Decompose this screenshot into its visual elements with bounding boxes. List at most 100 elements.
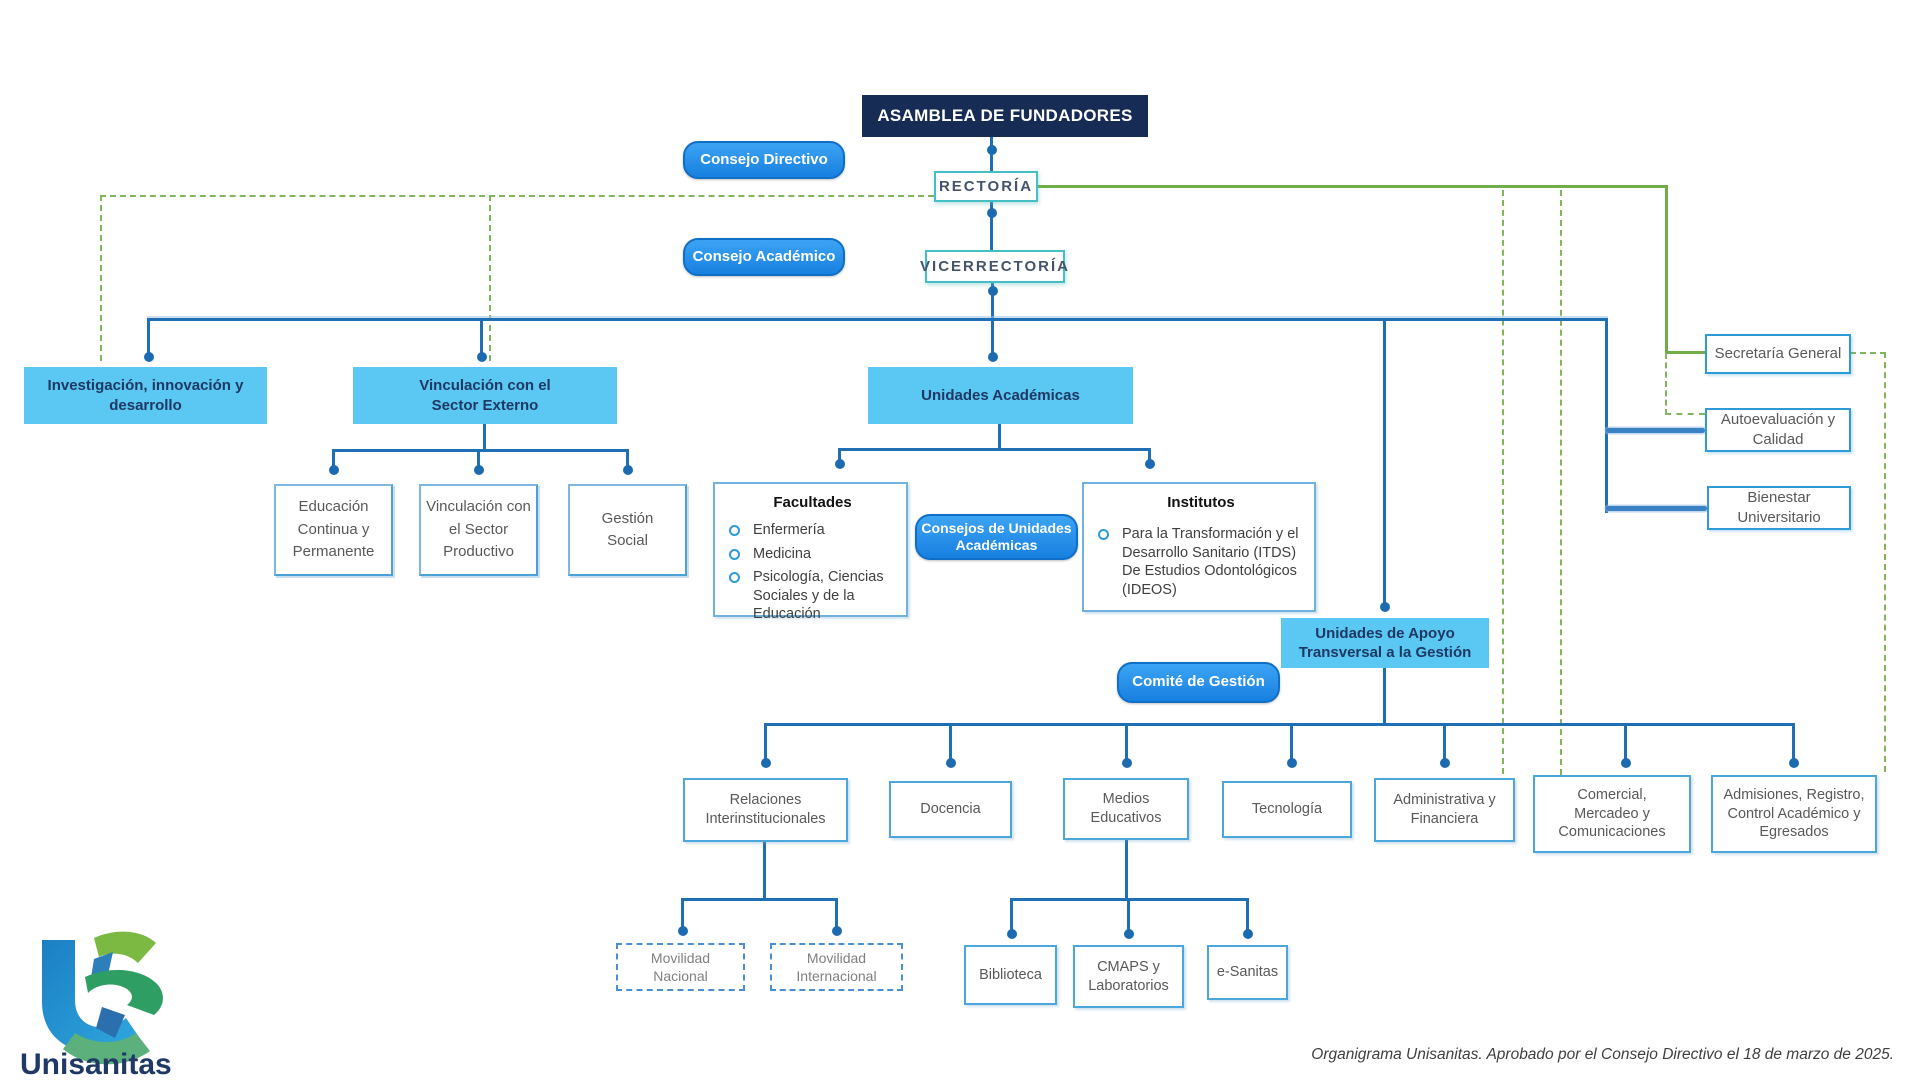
connector bbox=[1792, 723, 1795, 761]
node-consejos-unidades-academicas: Consejos de Unidades Académicas bbox=[915, 514, 1078, 560]
connector-dot bbox=[1380, 602, 1390, 612]
node-movilidad-internacional: Movilidad Internacional bbox=[770, 943, 903, 991]
connector bbox=[1665, 413, 1705, 415]
connector bbox=[147, 318, 1608, 321]
bullet-icon bbox=[729, 572, 740, 584]
connector bbox=[1125, 723, 1128, 761]
connector bbox=[764, 723, 767, 761]
node-cmaps-laboratorios: CMAPS y Laboratorios bbox=[1073, 945, 1184, 1008]
connector-dot bbox=[1122, 758, 1132, 768]
connector bbox=[1010, 898, 1013, 931]
connector bbox=[1246, 898, 1249, 931]
connector bbox=[998, 424, 1001, 450]
node-facultades: Facultades Enfermería Medicina Psicologí… bbox=[713, 482, 908, 622]
bullet-icon bbox=[1098, 529, 1109, 540]
facultades-title: Facultades bbox=[773, 494, 852, 511]
connector-dot bbox=[474, 465, 484, 475]
node-autoevaluacion-calidad: Autoevaluación y Calidad bbox=[1705, 408, 1851, 452]
node-vinculacion-sector-productivo: Vinculación con el Sector Productivo bbox=[419, 484, 538, 576]
connector-dot bbox=[832, 926, 842, 936]
connector-dot bbox=[144, 352, 154, 362]
facultad-item: Medicina bbox=[753, 545, 812, 562]
connector bbox=[763, 842, 766, 900]
connector bbox=[1037, 185, 1668, 188]
connector-dot bbox=[329, 465, 339, 475]
node-vinculacion-sector-externo: Vinculación con el Sector Externo bbox=[353, 367, 617, 424]
unisanitas-logo: Unisanitas bbox=[20, 931, 172, 1078]
connector bbox=[1290, 723, 1293, 761]
node-rectoria: RECTORÍA bbox=[934, 171, 1038, 202]
connector-dot bbox=[1440, 758, 1450, 768]
logo-wordmark: Unisanitas bbox=[20, 1048, 172, 1078]
node-gestion-social: Gestión Social bbox=[568, 484, 687, 576]
connector bbox=[991, 283, 994, 320]
node-bienestar-universitario: Bienestar Universitario bbox=[1707, 486, 1851, 530]
connector-dot bbox=[1789, 758, 1799, 768]
connector bbox=[835, 898, 838, 928]
node-investigacion-innovacion: Investigación, innovación y desarrollo bbox=[24, 367, 267, 424]
node-unidades-academicas: Unidades Académicas bbox=[868, 367, 1133, 424]
connector bbox=[1383, 668, 1386, 725]
connector-dot bbox=[623, 465, 633, 475]
connector-dot bbox=[1007, 929, 1017, 939]
connector bbox=[480, 318, 483, 360]
node-consejo-directivo: Consejo Directivo bbox=[683, 141, 845, 179]
connector-dot bbox=[678, 926, 688, 936]
footer-caption: Organigrama Unisanitas. Aprobado por el … bbox=[1311, 1046, 1894, 1063]
connector bbox=[949, 723, 952, 761]
connector bbox=[838, 448, 841, 461]
facultad-item: Enfermería bbox=[753, 522, 825, 538]
connector-dot bbox=[987, 145, 997, 155]
connector bbox=[477, 449, 480, 472]
node-vicerrectoria: VICERRECTORÍA bbox=[920, 250, 1068, 283]
bullet-icon bbox=[729, 548, 740, 560]
connector bbox=[332, 449, 629, 452]
connector-dot bbox=[988, 352, 998, 362]
connector bbox=[1665, 351, 1707, 354]
connector bbox=[1383, 318, 1386, 610]
connector bbox=[1624, 723, 1627, 761]
connector bbox=[626, 449, 629, 472]
node-unidades-apoyo-transversal: Unidades de Apoyo Transversal a la Gesti… bbox=[1281, 618, 1489, 668]
connector bbox=[1127, 898, 1130, 931]
connector bbox=[483, 424, 486, 451]
connector bbox=[1665, 185, 1668, 353]
institutos-title: Institutos bbox=[1167, 494, 1235, 511]
node-comercial-mercadeo: Comercial, Mercadeo y Comunicaciones bbox=[1533, 775, 1691, 853]
connector bbox=[1606, 428, 1705, 433]
connector bbox=[1665, 353, 1667, 415]
connector bbox=[100, 195, 102, 361]
connector bbox=[1443, 723, 1446, 761]
bullet-icon bbox=[729, 525, 740, 536]
node-esanitas: e-Sanitas bbox=[1207, 945, 1288, 1000]
connector bbox=[1125, 840, 1128, 900]
connector bbox=[838, 448, 1151, 451]
connector bbox=[991, 318, 994, 360]
node-consejo-academico: Consejo Académico bbox=[683, 238, 845, 276]
connector-dot bbox=[1124, 929, 1134, 939]
node-admisiones-registro: Admisiones, Registro, Control Académico … bbox=[1711, 775, 1877, 853]
connector bbox=[681, 898, 684, 928]
connector-dot bbox=[835, 459, 845, 469]
connector bbox=[147, 318, 150, 360]
connector bbox=[332, 449, 335, 472]
connector bbox=[1148, 448, 1151, 461]
connector bbox=[990, 202, 993, 250]
connector-dot bbox=[946, 758, 956, 768]
node-administrativa-financiera: Administrativa y Financiera bbox=[1374, 778, 1515, 842]
connector bbox=[764, 723, 1795, 726]
node-tecnologia: Tecnología bbox=[1222, 781, 1352, 838]
connector bbox=[100, 195, 934, 197]
instituto-item: Para la Transformación y el Desarrollo S… bbox=[1122, 526, 1299, 598]
connector-dot bbox=[1621, 758, 1631, 768]
connector-dot bbox=[1243, 929, 1253, 939]
node-movilidad-nacional: Movilidad Nacional bbox=[616, 943, 745, 991]
logo-monogram bbox=[42, 931, 163, 1065]
connector bbox=[1884, 352, 1886, 772]
node-institutos: Institutos Para la Transformación y el D… bbox=[1082, 482, 1316, 612]
node-biblioteca: Biblioteca bbox=[964, 945, 1057, 1005]
connector-dot bbox=[987, 208, 997, 218]
node-asamblea-de-fundadores: ASAMBLEA DE FUNDADORES bbox=[862, 95, 1148, 137]
connector bbox=[489, 195, 491, 361]
